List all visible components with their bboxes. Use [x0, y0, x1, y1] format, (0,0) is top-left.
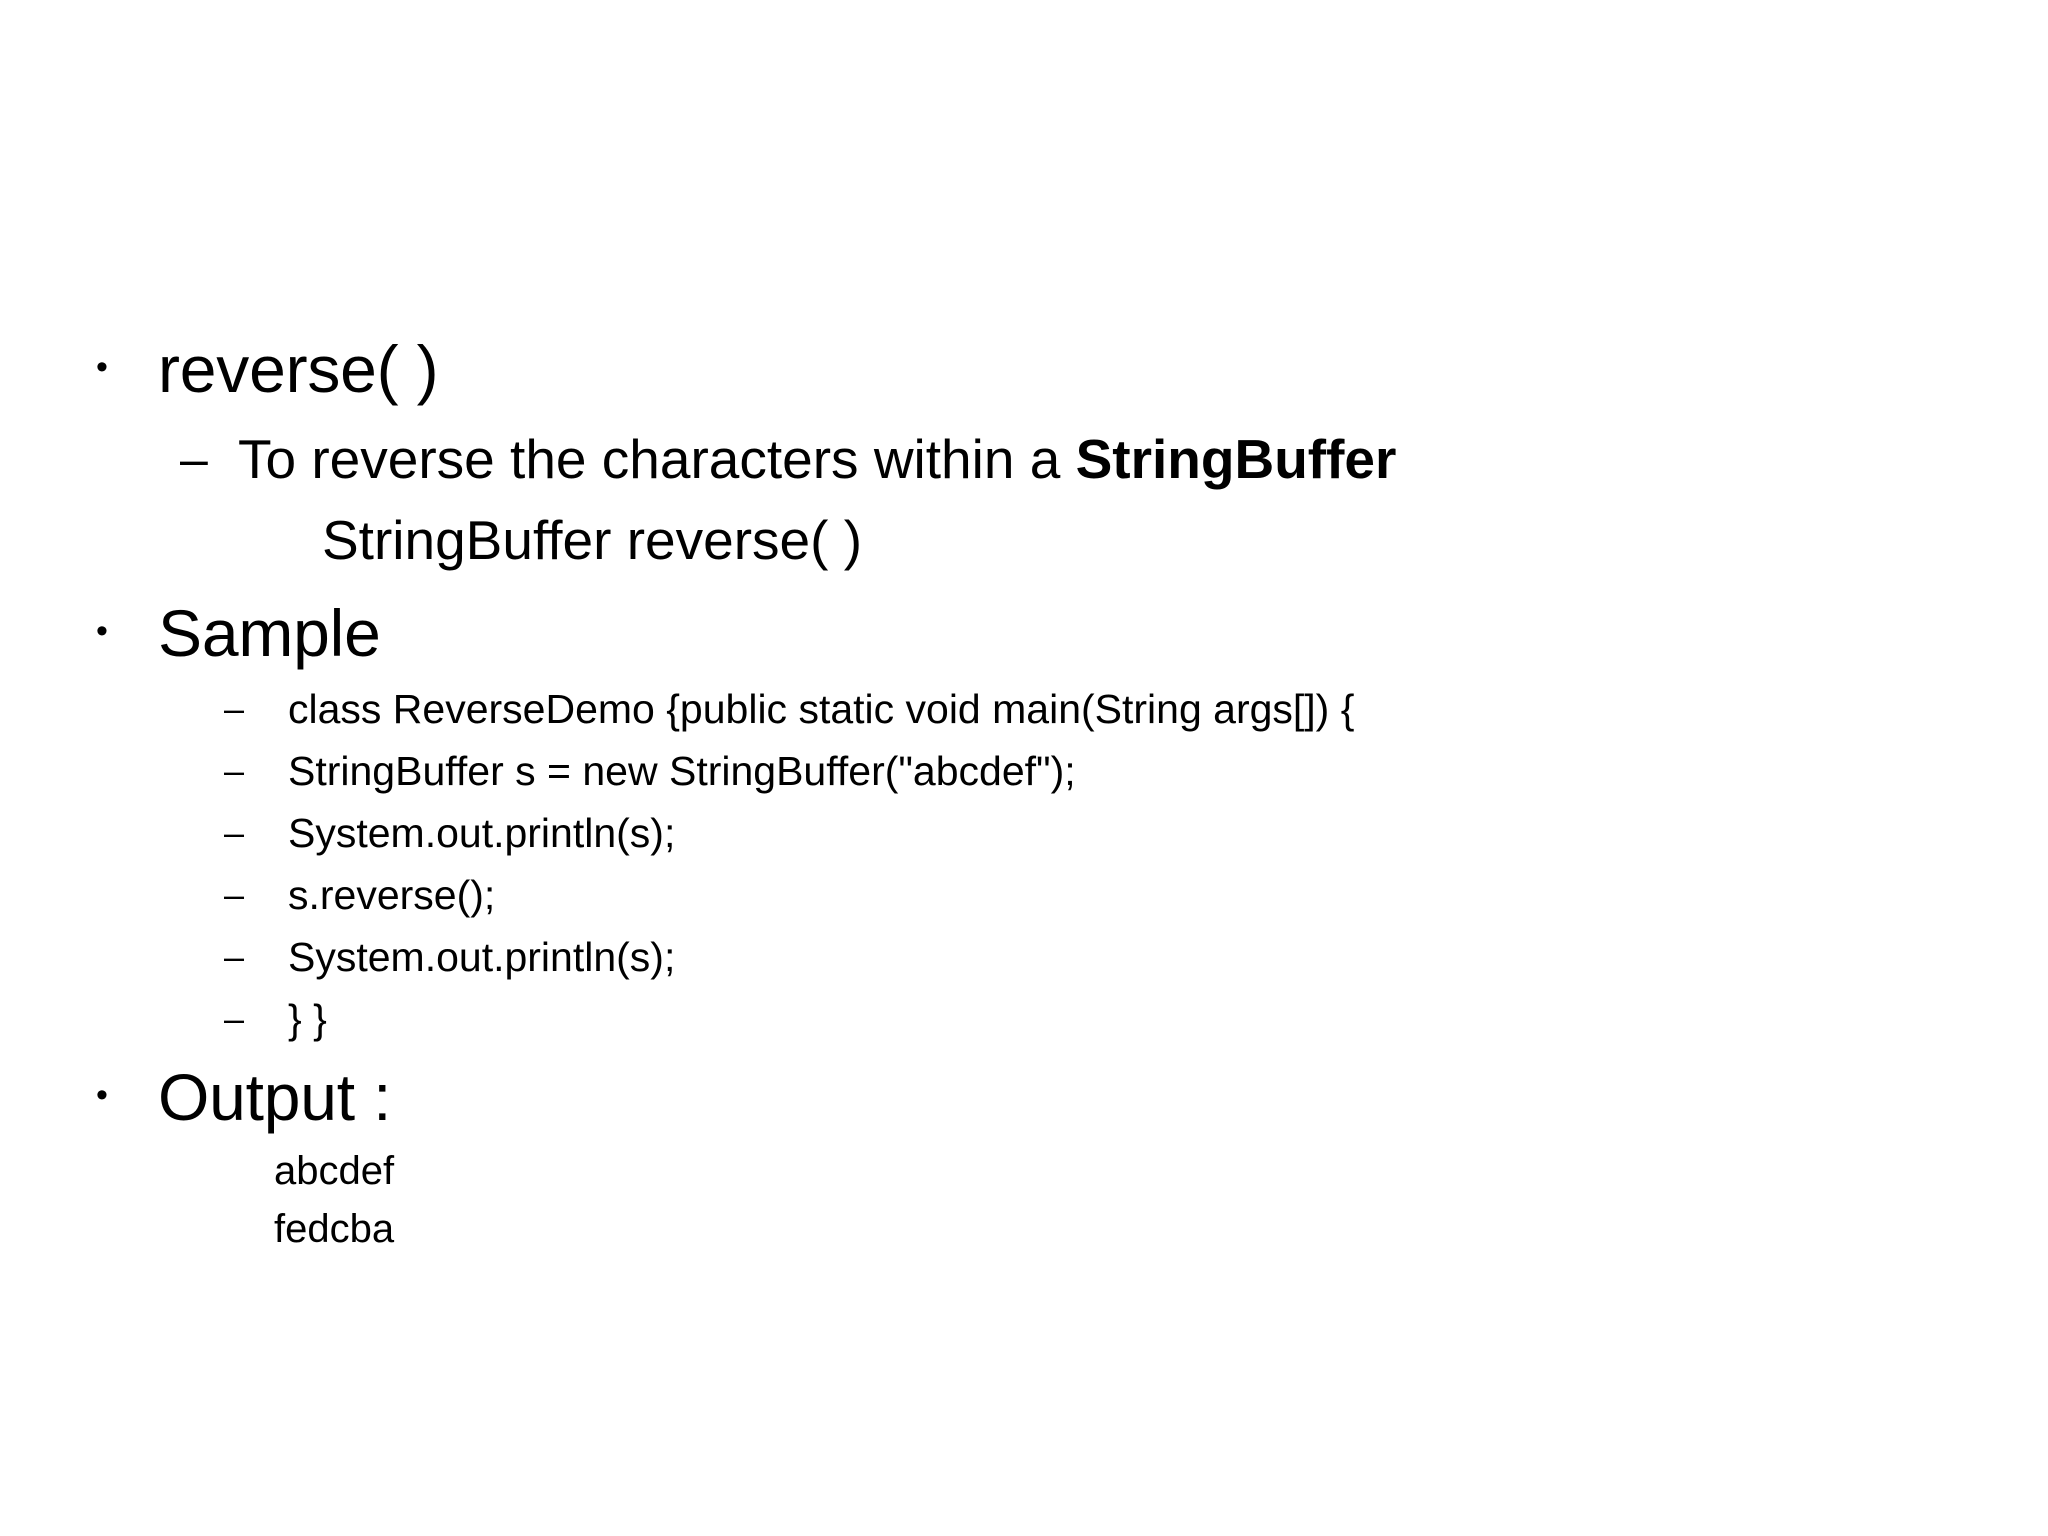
- code-line-4: s.reverse();: [288, 872, 496, 918]
- reverse-description-bold: StringBuffer: [1075, 428, 1397, 490]
- code-line-6: } }: [288, 996, 327, 1042]
- dash-icon: –: [224, 936, 245, 977]
- heading-output: Output :: [158, 1060, 392, 1134]
- reverse-description: To reverse the characters within a Strin…: [238, 422, 2048, 496]
- spacer: [96, 584, 1976, 594]
- reverse-signature-line: StringBuffer reverse( ): [322, 509, 863, 571]
- dash-icon: –: [224, 750, 245, 791]
- code-line-2: StringBuffer s = new StringBuffer("abcde…: [288, 748, 1076, 794]
- bullet-icon: •: [96, 1076, 108, 1114]
- dash-icon: –: [224, 812, 245, 853]
- slide-body: • reverse( ) – To reverse the characters…: [96, 330, 1976, 1258]
- bullet-item-sample: • Sample: [96, 594, 1976, 672]
- dash-icon: –: [180, 431, 208, 487]
- output-line-2: fedcba: [274, 1207, 395, 1251]
- bullet-item-reverse-description: – To reverse the characters within a Str…: [180, 422, 2048, 496]
- spacer: [96, 414, 1976, 422]
- heading-reverse: reverse( ): [158, 332, 439, 406]
- code-row: – s.reverse();: [224, 864, 2048, 926]
- code-row: – StringBuffer s = new StringBuffer("abc…: [224, 740, 2048, 802]
- code-row: – System.out.println(s);: [224, 802, 2048, 864]
- spacer: [96, 1050, 1976, 1058]
- output-line-1: abcdef: [274, 1149, 395, 1193]
- code-line-5: System.out.println(s);: [288, 934, 676, 980]
- dash-icon: –: [224, 874, 245, 915]
- heading-sample: Sample: [158, 596, 381, 670]
- bullet-item-output: • Output :: [96, 1058, 1976, 1136]
- dash-icon: –: [224, 688, 245, 729]
- dash-icon: –: [224, 998, 245, 1039]
- code-row: – System.out.println(s);: [224, 926, 2048, 988]
- reverse-description-plain: To reverse the characters within a: [238, 428, 1076, 490]
- code-row: – class ReverseDemo {public static void …: [224, 678, 2048, 740]
- bullet-icon: •: [96, 348, 108, 386]
- bullet-item-reverse: • reverse( ): [96, 330, 1976, 408]
- bullet-icon: •: [96, 612, 108, 650]
- code-line-3: System.out.println(s);: [288, 810, 676, 856]
- code-row: – } }: [224, 988, 2048, 1050]
- code-line-1: class ReverseDemo {public static void ma…: [288, 686, 1355, 732]
